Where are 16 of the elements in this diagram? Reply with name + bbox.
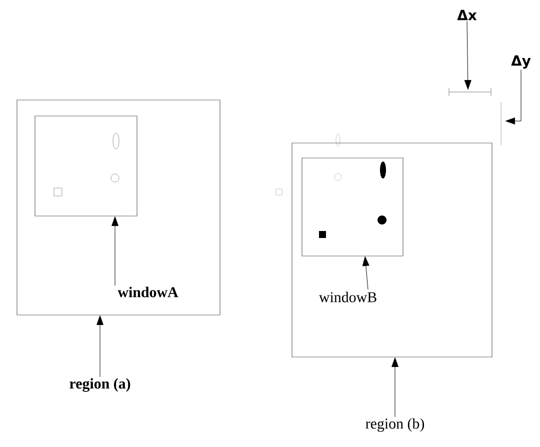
window-label: windowB (318, 292, 376, 302)
window-box (34, 116, 138, 216)
shift-label: Δy (511, 55, 531, 69)
arrow (464, 21, 472, 90)
window-label: windowA (118, 286, 178, 298)
arrow (392, 358, 398, 418)
region-box (292, 142, 492, 358)
region-label: region (a) (70, 378, 130, 392)
arrow (96, 316, 104, 378)
arrow (362, 256, 370, 290)
arrow (506, 70, 522, 124)
window-box (302, 158, 404, 256)
region-label: region (b) (366, 418, 424, 432)
region-box (16, 100, 220, 316)
arrow (112, 216, 118, 286)
shift-label: Δx (457, 10, 477, 20)
